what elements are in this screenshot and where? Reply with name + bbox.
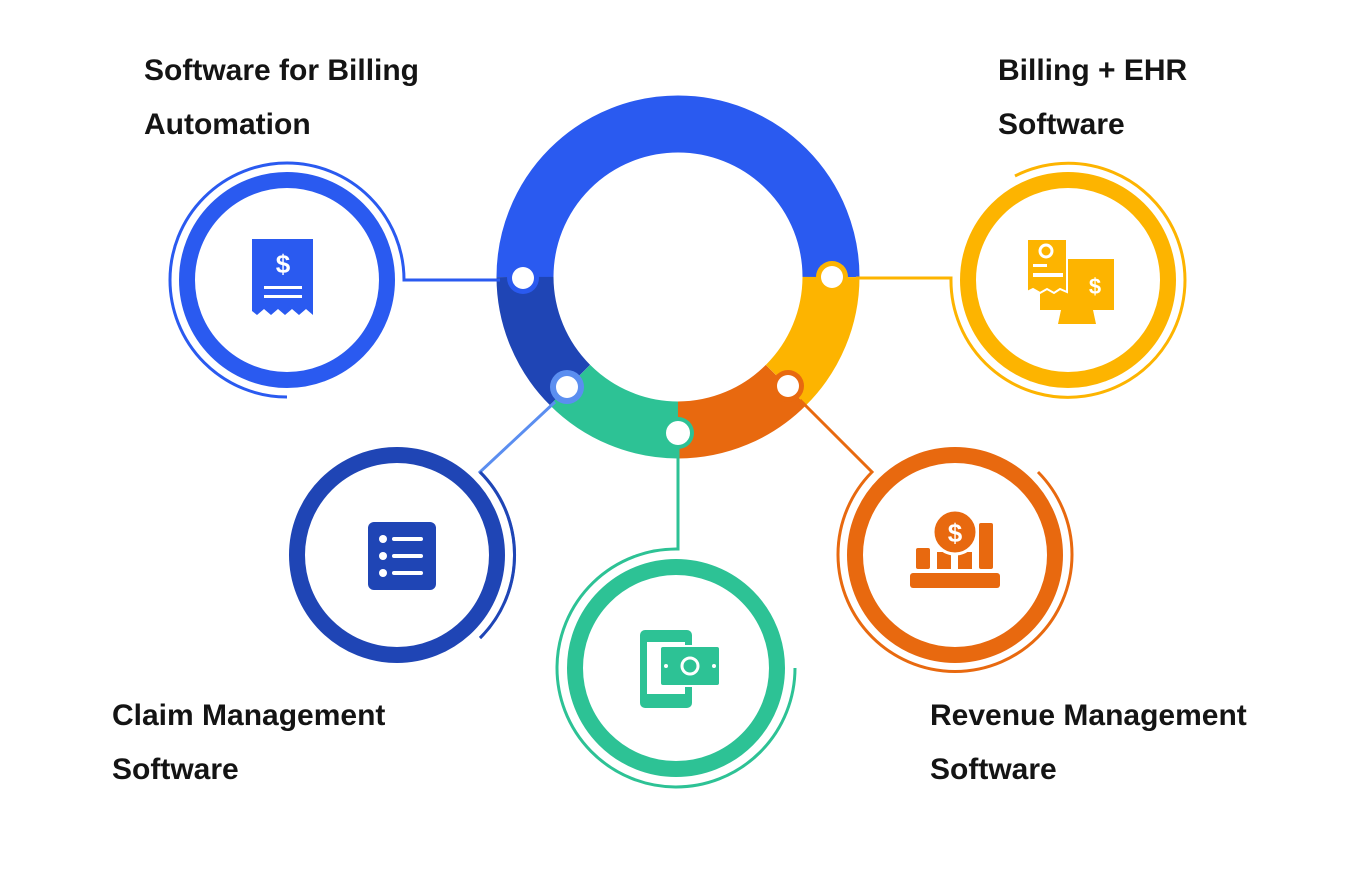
ring-segment-yellow [765,276,860,406]
dot-blue-center [512,267,534,289]
ring-dots [507,261,848,449]
connector-billing-automation [168,161,500,399]
ring-segment-orange [677,364,807,459]
connector-revenue [798,398,1074,673]
checklist-icon [368,522,436,590]
ring-segment-dark-blue [496,276,591,406]
dot-yellow-center [821,266,843,288]
dot-light-blue-center [556,376,578,398]
label-revenue-management: Revenue Management Software [930,699,1247,786]
svg-text:$: $ [276,249,291,279]
svg-text:$: $ [1089,274,1101,299]
label-billing-ehr: Billing + EHR Software [998,54,1188,141]
ring-segment-green [549,364,679,459]
receipt-dollar-icon: $ [252,239,313,315]
dot-green-center [666,421,690,445]
connector-claim-arc [478,470,516,640]
ring-segment-blue [496,95,860,278]
dollar-bar-chart-icon: $ [910,508,1000,588]
svg-text:$: $ [948,518,963,548]
phone-cash-icon [640,630,721,708]
connector-billing-ehr [856,161,1187,399]
label-billing-automation: Software for Billing Automation [144,54,420,141]
label-claim-management: Claim Management Software [112,699,386,786]
connector-payment [555,440,797,789]
document-monitor-dollar-icon: $ [1026,238,1114,324]
dot-orange-center [777,375,799,397]
